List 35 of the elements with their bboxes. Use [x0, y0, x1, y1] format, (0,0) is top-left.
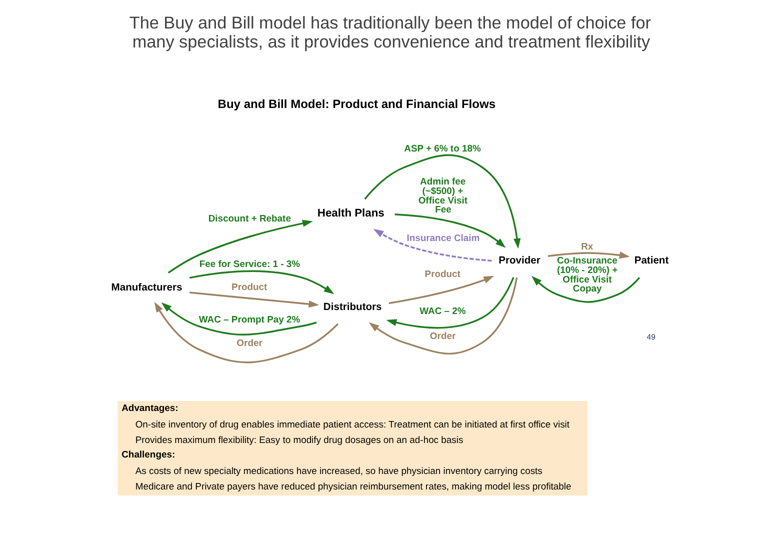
label: 49 — [646, 332, 656, 342]
node-text: Health Plans — [317, 208, 384, 220]
arrow — [154, 302, 339, 364]
arrow — [388, 276, 494, 304]
node-box: Advantages: On-site inventory of drug enables immediate patient access: Treatment can be initiated at first office visit Provides maximum flexibility: Easy to modify drug dosages on an ad-hoc basis Challenges: As costs of new specialty medications have increased, so have physician inventory carrying costs Medicare and Private payers have reduced physician reimbursement rates, making model less profitable — [118, 400, 588, 496]
edge-label: Order — [430, 330, 456, 342]
arrow — [189, 292, 320, 308]
arrow — [373, 228, 492, 262]
node-text: Distributors — [323, 302, 382, 314]
edge-label: Co-Insurance (10% - 20%) + Office Visit Copay — [557, 255, 618, 295]
edge-label: WAC – 2% — [420, 306, 466, 318]
arrow — [189, 270, 334, 294]
arrow — [168, 220, 313, 274]
edge-label: WAC – Prompt Pay 2% — [198, 314, 300, 326]
node-text: Manufacturers — [111, 282, 182, 294]
arrow — [368, 277, 518, 355]
edge-label: Order — [236, 338, 262, 349]
arrow — [161, 302, 317, 336]
edge-label: Product — [232, 282, 268, 294]
arrow — [548, 252, 630, 259]
edge-label: Product — [424, 269, 460, 280]
edge-label: ASP + 6% to 18% — [404, 144, 481, 155]
edge-label: Fee for Service: 1 - 3% — [199, 258, 300, 270]
node-text: Patient — [634, 256, 669, 267]
diagram-title: The Buy and Bill model has traditionally been the model of choice for many specialists, as it provides convenience and treatment flexibility — [129, 12, 652, 52]
edge-label: Insurance Claim — [406, 233, 480, 244]
label: Buy and Bill Model: Product and Financial Flows — [218, 96, 496, 111]
edge-label: Rx — [581, 242, 594, 253]
edge-label: Admin fee (~$500) + Office Visit Fee — [418, 176, 468, 216]
node-text: Provider — [498, 256, 540, 267]
arrow — [532, 276, 640, 303]
edge-label: Discount + Rebate — [208, 213, 291, 224]
arrow — [364, 154, 521, 249]
arrow — [394, 214, 506, 248]
arrow — [386, 276, 514, 329]
